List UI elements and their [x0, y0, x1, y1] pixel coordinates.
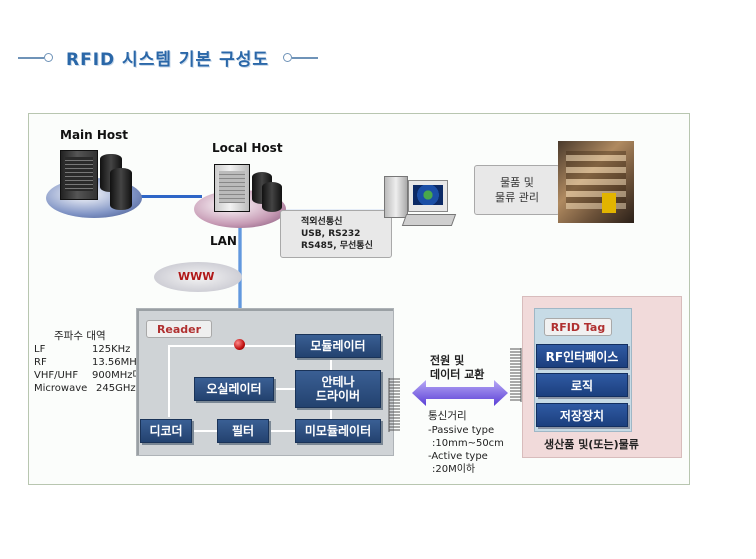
freq-band-vhf: VHF/UHF [34, 370, 79, 381]
warehouse-image [558, 141, 634, 223]
distance-heading: 통신거리 [428, 410, 467, 422]
page-title: RFID 시스템 기본 구성도 [66, 50, 270, 70]
main-local-link [132, 195, 202, 198]
lan-label: LAN [210, 234, 237, 248]
rf-interface-block: RF인터페이스 [536, 344, 628, 368]
reader-node-dot [234, 339, 245, 350]
local-host-server-icon [214, 164, 250, 212]
logistics-box: 물품 및 물류 관리 [474, 165, 560, 215]
demodulator-block: 미모듈레이터 [295, 419, 381, 443]
freq-value-vhf: 900MHz대역 [92, 370, 151, 381]
distance-active: -Active type [428, 451, 488, 462]
reader-antenna-comb [388, 378, 400, 432]
distance-passive: -Passive type [428, 425, 495, 436]
freq-value-lf: 125KHz [92, 344, 131, 355]
distance-passive-range: :10mm~50cm [432, 438, 504, 449]
reader-line-demod-filter [268, 430, 296, 432]
exchange-line-2: 데이터 교환 [430, 368, 485, 381]
exchange-arrow [412, 380, 508, 406]
main-host-label: Main Host [60, 128, 129, 142]
main-host-server-icon [60, 150, 98, 200]
decoder-block: 디코더 [140, 419, 192, 443]
antenna-line-1: 안테나 [321, 375, 355, 389]
tag-caption: 생산품 및(또는)물류 [544, 438, 639, 451]
reader-line-mod-ant [330, 358, 332, 372]
oscillator-block: 오실레이터 [194, 377, 274, 401]
reader-line-ant-demod [330, 406, 332, 420]
modulator-block: 모듈레이터 [295, 334, 381, 358]
reader-label: Reader [146, 320, 212, 338]
title-dot-right [283, 53, 292, 62]
local-host-label: Local Host [212, 141, 283, 155]
logistics-line-1: 물품 및 [500, 176, 534, 189]
filter-block: 필터 [217, 419, 269, 443]
reader-line-top [168, 345, 296, 347]
freq-band-microwave: Microwave [34, 383, 88, 394]
freq-value-microwave: 245GHz [96, 383, 136, 394]
frequency-heading: 주파수 대역 [54, 330, 106, 342]
www-label: WWW [178, 270, 215, 283]
comm-line-1: 적외선통신 [301, 217, 343, 227]
title-line-right [292, 57, 318, 59]
tag-label: RFID Tag [544, 318, 612, 336]
freq-band-lf: LF [34, 344, 46, 355]
comm-line-3: RS485, 무선통신 [301, 241, 373, 251]
reader-line-filter-decoder [190, 430, 218, 432]
comm-box: 적외선통신 USB, RS232 RS485, 무선통신 [280, 210, 392, 258]
main-host-disk-icon-2 [110, 168, 132, 210]
pc-keyboard-icon [401, 214, 457, 226]
tag-antenna-comb [510, 348, 522, 402]
title-dot-left [44, 53, 53, 62]
antenna-driver-block: 안테나 드라이버 [295, 370, 381, 408]
comm-line-2: USB, RS232 [301, 229, 361, 239]
reader-line-left [168, 345, 170, 417]
pc-tower-icon [384, 176, 408, 218]
distance-active-range: :20M이하 [432, 464, 476, 475]
pc-monitor-icon [408, 180, 448, 212]
antenna-line-2: 드라이버 [315, 389, 361, 403]
freq-band-rf: RF [34, 357, 47, 368]
logic-block: 로직 [536, 373, 628, 397]
exchange-line-1: 전원 및 [430, 354, 465, 367]
freq-value-rf: 13.56MHz [92, 357, 143, 368]
local-host-disk-icon-2 [262, 182, 282, 212]
www-cloud [154, 262, 242, 292]
reader-line-osc-ant [272, 388, 296, 390]
logistics-line-2: 물류 관리 [495, 191, 539, 204]
title-line-left [18, 57, 44, 59]
storage-block: 저장장치 [536, 403, 628, 427]
